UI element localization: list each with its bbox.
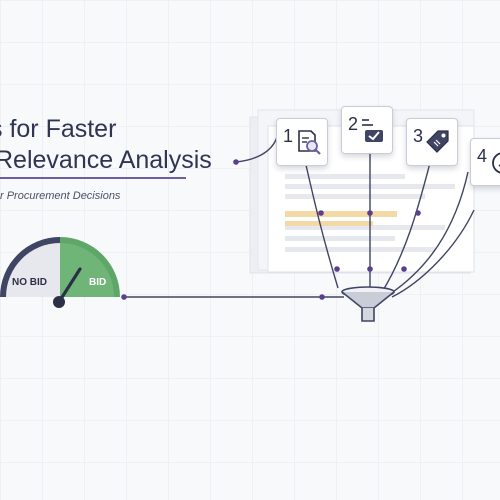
connector-nodes — [121, 159, 421, 300]
step-number: 1 — [283, 126, 294, 146]
step-number: 2 — [348, 114, 359, 134]
price-tag-icon — [426, 130, 449, 153]
gauge-label-bid: BID — [89, 277, 107, 288]
page-subtitle: r Procurement Decisions — [0, 190, 121, 202]
connector-lines — [124, 136, 475, 298]
gauge-needle — [57, 267, 82, 304]
step-number: 4 — [477, 146, 488, 166]
document-search-icon — [298, 130, 321, 155]
step-card-4: 4 — [470, 138, 500, 186]
checklist-icon — [362, 119, 383, 142]
step-number: 3 — [413, 126, 424, 146]
page-title-line-2: Relevance Analysis — [0, 146, 212, 174]
step-card-2: 2 — [341, 106, 393, 154]
gauge-label-no-bid: NO BID — [12, 277, 47, 288]
step-card-1: 1 — [276, 118, 328, 166]
step-card-3: 3 — [406, 118, 458, 166]
clock-icon — [492, 152, 500, 174]
title-underline — [0, 177, 186, 179]
bid-gauge — [0, 237, 120, 308]
page-title-line-1: s for Faster — [0, 115, 117, 143]
document-highlights — [285, 211, 397, 226]
gauge-hub — [53, 296, 65, 308]
funnel-icon — [341, 286, 395, 322]
